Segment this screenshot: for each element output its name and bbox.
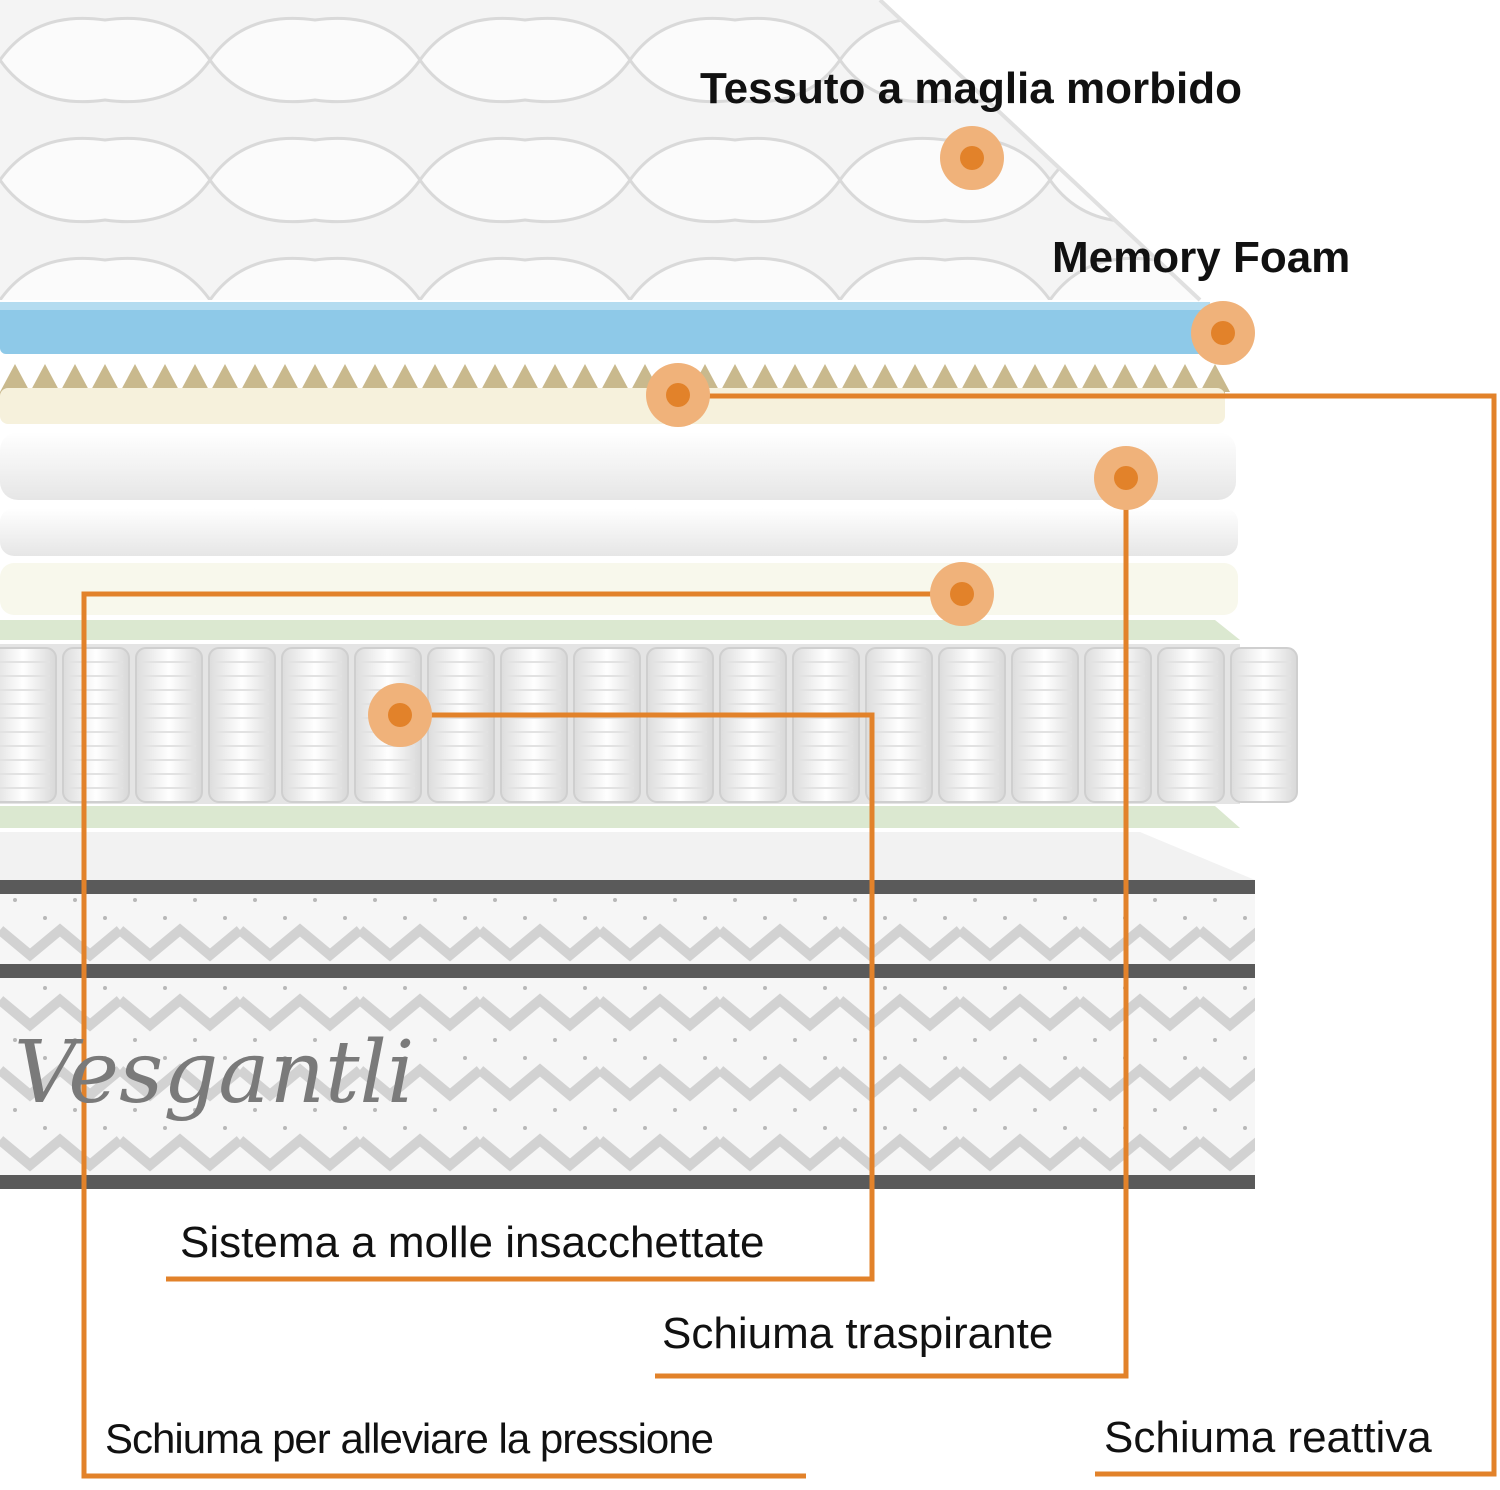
spring-coil (62, 647, 130, 803)
top-fabric-edge (878, 0, 1202, 302)
brand-logo: Vesgantli (14, 1023, 415, 1123)
label-reactive-foam: Schiuma reattiva (1104, 1413, 1432, 1462)
label-breathable-foam: Schiuma traspirante (662, 1309, 1054, 1358)
label-pressure-relief-foam: Schiuma per alleviare la pressione (105, 1415, 714, 1462)
leader-lines (81, 393, 1497, 1479)
white-foam-base (0, 832, 1255, 880)
marker-pressure-relief-foam (930, 562, 994, 626)
leader-breathable-foam (655, 478, 1129, 1379)
label-pocket-springs: Sistema a molle insacchettate (180, 1218, 765, 1267)
leader-reactive-foam (678, 393, 1497, 1477)
spring-coil (646, 647, 714, 803)
green-foam-top (0, 620, 1240, 640)
green-foam-bottom (0, 806, 1240, 828)
breathable-foam-slab (0, 432, 1236, 500)
spring-coil (1157, 647, 1225, 803)
pressure-relief-foam-slab (0, 563, 1238, 615)
border-tape-bottom (0, 1175, 1255, 1189)
spring-coil (1084, 647, 1152, 803)
label-top-fabric: Tessuto a maglia morbido (700, 64, 1242, 113)
mattress-side-panel (0, 884, 1255, 1189)
spring-coil (938, 647, 1006, 803)
marker-pocket-springs (368, 683, 432, 747)
border-tape-middle (0, 964, 1255, 978)
border-tape-top (0, 880, 1255, 894)
spring-coil (792, 647, 860, 803)
spring-coil (208, 647, 276, 803)
white-foam-slab-2 (0, 508, 1238, 556)
label-memory-foam: Memory Foam (1052, 233, 1351, 282)
memory-foam-layer (0, 302, 1210, 354)
spring-coil (1011, 647, 1079, 803)
marker-reactive-foam (646, 363, 710, 427)
spring-coil (427, 647, 495, 803)
spring-coil (135, 647, 203, 803)
marker-top-fabric (940, 126, 1004, 190)
marker-breathable-foam (1094, 446, 1158, 510)
spring-coil (865, 647, 933, 803)
brand-logo-text: Vesgantli (14, 1023, 415, 1123)
marker-memory-foam (1191, 301, 1255, 365)
spring-coil (573, 647, 641, 803)
leader-pocket-springs (166, 712, 875, 1282)
spring-coil (1230, 647, 1298, 803)
pocket-springs-layer (0, 644, 1298, 804)
top-fabric-layer (0, 0, 1200, 300)
spring-coil (719, 647, 787, 803)
spring-coil (281, 647, 349, 803)
leader-pressure-relief-foam (81, 591, 962, 1479)
spring-coil (500, 647, 568, 803)
spring-coil (0, 647, 57, 803)
